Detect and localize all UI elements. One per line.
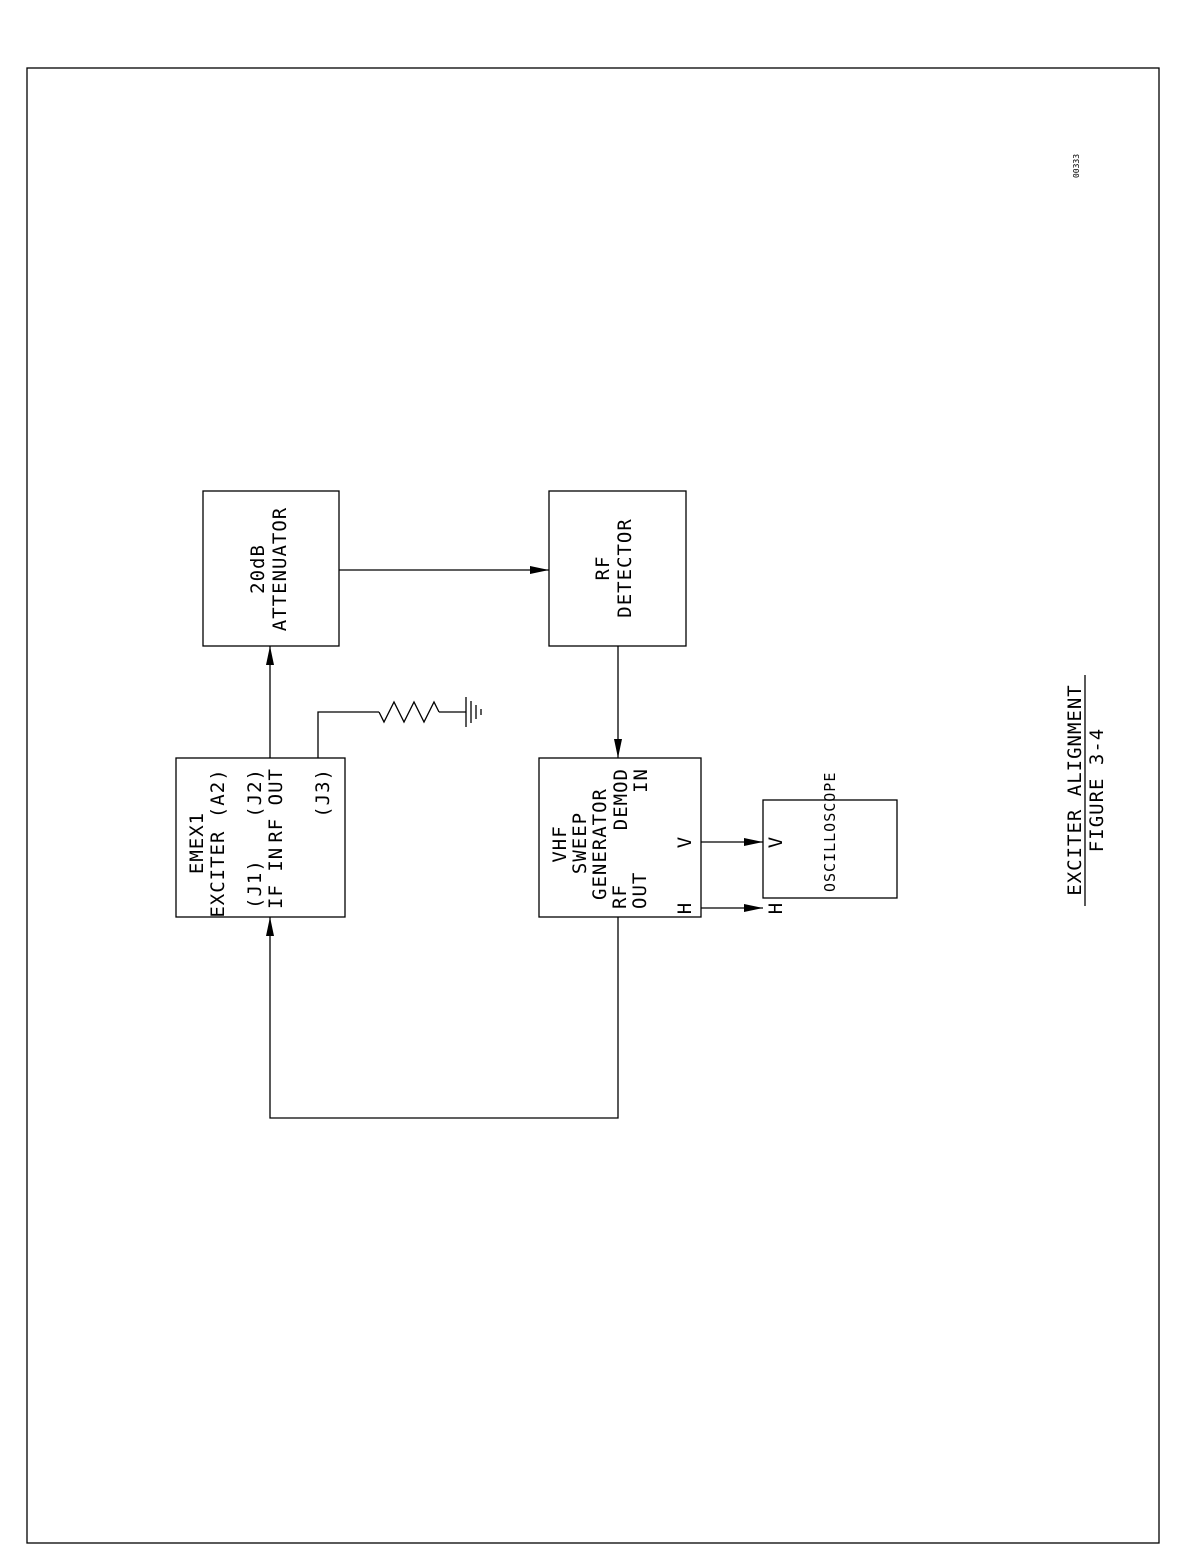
sweep-h-label: H bbox=[674, 902, 696, 914]
exciter-title-line1: EMEX1 bbox=[186, 812, 208, 874]
sweep-title-line2: SWEEP bbox=[569, 812, 591, 874]
detector-title-line2: DETECTOR bbox=[614, 518, 636, 618]
resistor-symbol bbox=[379, 702, 439, 722]
exciter-j1-label: (J1) bbox=[244, 859, 266, 909]
scope-v-label: V bbox=[765, 836, 787, 848]
figure-code: 00333 bbox=[1072, 154, 1081, 178]
sweep-rf-label: RF bbox=[609, 884, 631, 909]
ground-icon bbox=[466, 697, 481, 727]
wire-j3-termination bbox=[318, 712, 379, 758]
sweep-demod-label: DEMOD bbox=[610, 768, 632, 830]
figure-caption-title: EXCITER ALIGNMENT bbox=[1064, 684, 1086, 895]
exciter-j2-label: (J2) bbox=[244, 768, 266, 818]
exciter-rf-out-label: RF OUT bbox=[265, 768, 287, 843]
scope-h-label: H bbox=[765, 902, 787, 914]
wire-sweep-rf-to-exciter bbox=[270, 917, 618, 1118]
exciter-title-line2: EXCITER (A2) bbox=[207, 768, 229, 917]
scope-title: OSCILLOSCOPE bbox=[821, 772, 839, 892]
sweep-out-label: OUT bbox=[629, 872, 651, 909]
arrow-into-sweep-demod bbox=[614, 739, 622, 758]
exciter-if-in-label: IF IN bbox=[265, 847, 287, 909]
sweep-in-label: IN bbox=[630, 768, 652, 793]
arrow-into-scope-h bbox=[744, 904, 763, 912]
sweep-title-line3: GENERATOR bbox=[589, 788, 611, 900]
arrow-into-attenuator bbox=[266, 646, 274, 665]
attenuator-title-line2: ATTENUATOR bbox=[269, 507, 291, 631]
arrow-into-exciter-if bbox=[266, 917, 274, 936]
detector-title-line1: RF bbox=[592, 556, 614, 581]
arrow-into-detector bbox=[530, 566, 549, 574]
exciter-j3-label: (J3) bbox=[312, 768, 334, 818]
attenuator-title-line1: 20dB bbox=[247, 544, 269, 594]
sweep-title-line1: VHF bbox=[549, 825, 571, 862]
arrow-into-scope-v bbox=[744, 838, 763, 846]
sweep-v-label: V bbox=[674, 836, 696, 848]
figure-caption-sub: FIGURE 3-4 bbox=[1086, 728, 1108, 852]
